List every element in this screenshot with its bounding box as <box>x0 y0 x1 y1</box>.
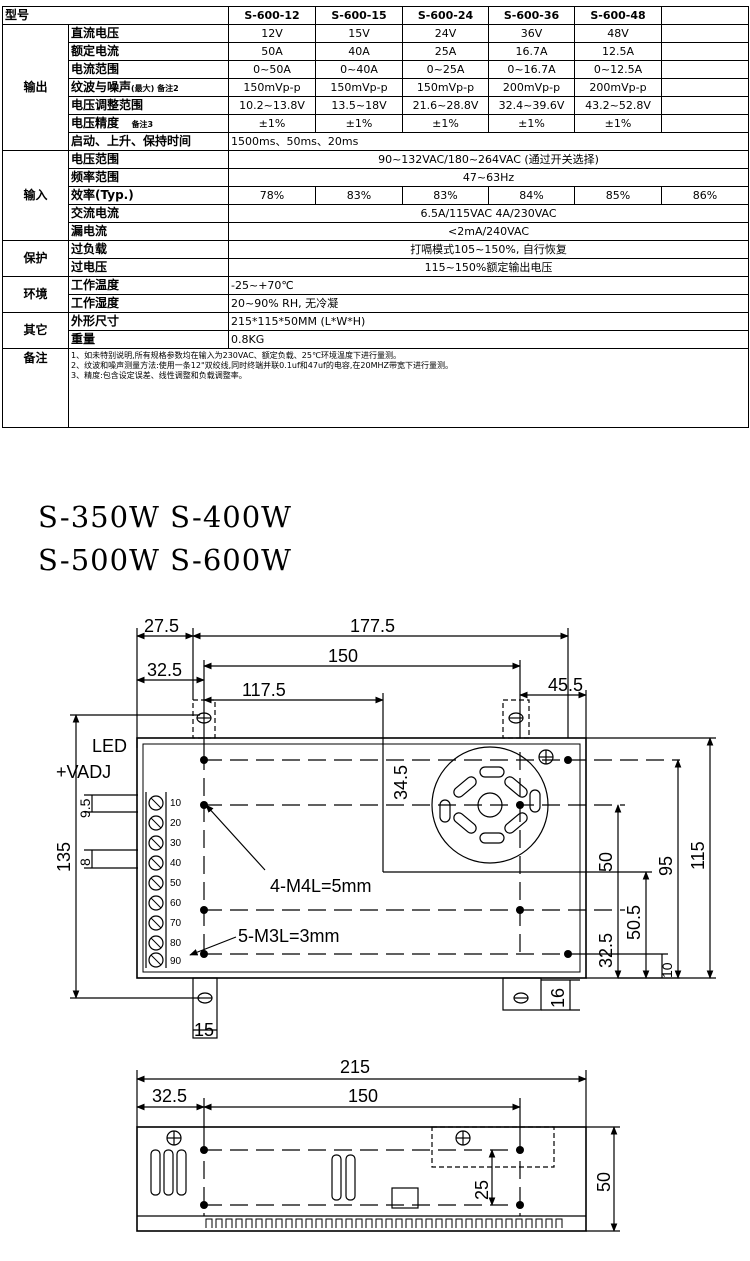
side-dim-215: 215 <box>340 1057 370 1077</box>
dim-32-5-right: 32.5 <box>596 933 616 968</box>
led-label: LED <box>92 736 127 756</box>
callout-m3: 5-M3L=3mm <box>238 926 340 946</box>
terminal-label: 90 <box>170 956 182 967</box>
cell: 200mVp-p <box>488 78 576 97</box>
dim-8: 8 <box>77 858 93 866</box>
spec-table: 型号 S-600-12 S-600-15 S-600-24 S-600-36 S… <box>1 6 750 428</box>
table-row: 电压精度 备注3 ±1% ±1% ±1% ±1% ±1% <box>3 114 750 133</box>
model-line-1: S-350W S-400W <box>38 500 292 534</box>
side-dim-25: 25 <box>472 1180 492 1200</box>
terminal-label: 70 <box>170 918 182 929</box>
table-row: 环境 工作温度 -25~+70℃ <box>2 276 750 313</box>
terminal-label: 20 <box>170 818 182 829</box>
table-row: 其它 外形尺寸 215*115*50MM (L*W*H) <box>2 312 750 349</box>
vadj-label: +VADJ <box>56 762 111 782</box>
side-dim-50: 50 <box>594 1172 614 1192</box>
table-row: 电压调整范围 10.2~13.8V 13.5~18V 21.6~28.8V 32… <box>3 96 750 115</box>
header-row: 型号 S-600-12 S-600-15 S-600-24 S-600-36 S… <box>1 6 750 25</box>
table-row: 输入 电压范围 90~132VAC/180~264VAC (通过开关选择) <box>2 150 750 241</box>
terminal-label: 60 <box>170 898 182 909</box>
cell: 10.2~13.8V <box>228 96 317 115</box>
dim-117-5: 117.5 <box>242 680 286 700</box>
note-line-1: 1、如未特别说明,所有规格参数均在输入为230VAC、额定负载、25℃环境温度下… <box>71 351 401 360</box>
header-model-36: S-600-36 <box>488 6 576 25</box>
group-output: 输出 <box>2 24 69 151</box>
table-row: 效率(Typ.) 78% 83% 83% 84% 85% 86% <box>3 186 750 205</box>
dim-10: 10 <box>659 962 675 978</box>
cell: ±1% <box>402 114 490 133</box>
dim-27-5: 27.5 <box>144 616 179 636</box>
cell-span: <2mA/240VAC <box>228 222 750 241</box>
terminal-label: 10 <box>170 798 182 809</box>
dim-135: 135 <box>54 842 74 872</box>
note-line-3: 3、精度:包含设定误差、线性调整和负载调整率。 <box>71 371 247 380</box>
dim-50-5: 50.5 <box>624 905 644 940</box>
row-label: 电压范围 <box>67 150 230 169</box>
dim-115: 115 <box>688 841 708 870</box>
row-label-text: 电压精度 <box>71 115 120 130</box>
dim-16: 16 <box>548 988 568 1008</box>
cell: ±1% <box>315 114 404 133</box>
terminal-label: 50 <box>170 878 182 889</box>
group-input: 输入 <box>2 150 69 241</box>
group-environment: 环境 <box>2 276 69 313</box>
cell: 13.5~18V <box>315 96 404 115</box>
cell: 0~40A <box>315 60 404 79</box>
row-label: 电压精度 备注3 <box>67 114 230 133</box>
row-label: 工作温度 <box>67 276 230 295</box>
cell: 12V <box>228 24 317 43</box>
table-row: 漏电流 <2mA/240VAC <box>3 222 750 241</box>
dim-9-5: 9.5 <box>77 798 93 818</box>
table-row: 纹波与噪声(最大) 备注2 150mVp-p 150mVp-p 150mVp-p… <box>3 78 750 97</box>
dim-32-5: 32.5 <box>147 660 182 680</box>
cell: ±1% <box>488 114 576 133</box>
table-row: 保护 过负载 打嗝模式105~150%, 自行恢复 <box>2 240 750 277</box>
dim-45-5: 45.5 <box>548 675 583 695</box>
cell: 32.4~39.6V <box>488 96 576 115</box>
cell: 78% <box>228 186 317 205</box>
row-label: 频率范围 <box>67 168 230 187</box>
row-label: 漏电流 <box>67 222 230 241</box>
row-label-text: 纹波与噪声 <box>71 79 132 94</box>
row-label: 电流范围 <box>67 60 230 79</box>
dim-95: 95 <box>656 856 676 876</box>
model-line-2: S-500W S-600W <box>38 543 292 577</box>
cell: 0~25A <box>402 60 490 79</box>
side-dim-32-5: 32.5 <box>152 1086 187 1106</box>
side-dim-150: 150 <box>348 1086 378 1106</box>
table-row: 交流电流 6.5A/115VAC 4A/230VAC <box>3 204 750 223</box>
dim-15: 15 <box>194 1020 214 1040</box>
notes-cell: 1、如未特别说明,所有规格参数均在输入为230VAC、额定负载、25℃环境温度下… <box>67 348 750 428</box>
terminal-label: 40 <box>170 858 182 869</box>
dim-177-5: 177.5 <box>350 616 395 636</box>
row-label-note: 备注3 <box>131 119 154 129</box>
notes-row: 备注 1、如未特别说明,所有规格参数均在输入为230VAC、额定负载、25℃环境… <box>2 348 750 428</box>
dim-150: 150 <box>328 646 358 666</box>
cell: 150mVp-p <box>228 78 317 97</box>
terminal-label: 80 <box>170 938 182 949</box>
header-model-48: S-600-48 <box>574 6 663 25</box>
callout-m4: 4-M4L=5mm <box>270 876 372 896</box>
terminal-label: 30 <box>170 838 182 849</box>
dim-50: 50 <box>596 852 616 872</box>
dim-34-5: 34.5 <box>391 765 411 800</box>
cell: 50A <box>228 42 317 61</box>
row-label: 过电压 <box>67 258 230 277</box>
row-label-note: (最大) 备注2 <box>131 83 179 93</box>
note-line-2: 2、纹波和噪声测量方法:使用一条12"双绞线,同时终端并联0.1uf和47uf的… <box>71 361 453 370</box>
group-protection: 保护 <box>2 240 69 277</box>
row-label: 效率(Typ.) <box>67 186 230 205</box>
row-label: 纹波与噪声(最大) 备注2 <box>67 78 230 97</box>
